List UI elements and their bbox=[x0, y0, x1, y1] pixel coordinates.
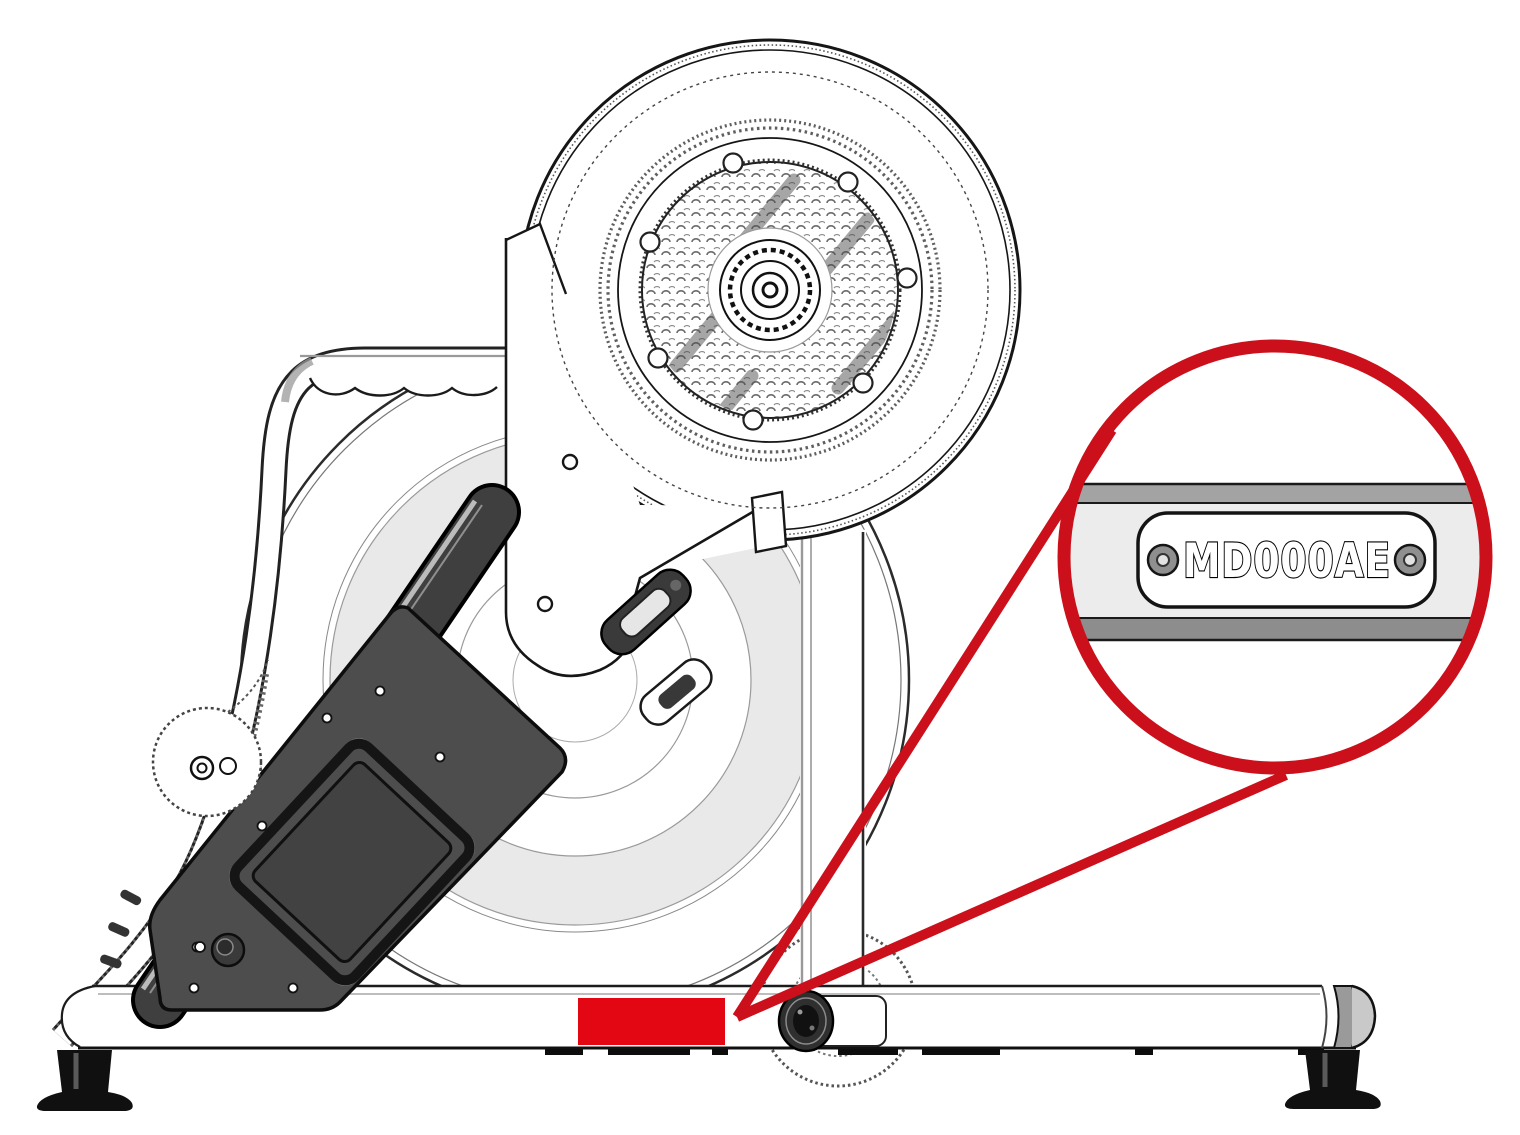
serial-number-text: MD000AE bbox=[1183, 534, 1391, 589]
hub-lockring bbox=[707, 227, 833, 353]
rear-foot bbox=[1284, 1050, 1381, 1109]
arm-bolt-hole bbox=[536, 595, 554, 613]
grip-wave bbox=[310, 366, 505, 396]
callout-content: MD000AE bbox=[1070, 482, 1480, 642]
front-foot bbox=[36, 1050, 133, 1111]
tube-ridges bbox=[100, 889, 142, 969]
serial-label-plate bbox=[1136, 511, 1437, 609]
base-shadow-dashes bbox=[545, 1049, 1324, 1055]
panel-hatch bbox=[228, 738, 476, 986]
adjustment-knob bbox=[151, 659, 269, 818]
callout-lines bbox=[732, 427, 1289, 1022]
cassette-pins bbox=[639, 152, 918, 431]
quick-release-lever bbox=[600, 568, 713, 726]
callout-circle bbox=[1057, 339, 1493, 775]
resistance-unit-panel bbox=[147, 605, 568, 1012]
axle-end-cap bbox=[777, 989, 887, 1053]
rivet-left bbox=[1146, 543, 1180, 577]
serial-location-marker bbox=[578, 998, 725, 1045]
drive-arm bbox=[504, 222, 788, 678]
rear-leg-tube bbox=[800, 520, 866, 985]
rivet-right bbox=[1393, 543, 1427, 577]
rim-leg-mount bbox=[750, 490, 788, 554]
arm-bolt-hole bbox=[561, 453, 579, 471]
cassette bbox=[551, 71, 989, 509]
base-end-cap bbox=[1321, 984, 1377, 1050]
